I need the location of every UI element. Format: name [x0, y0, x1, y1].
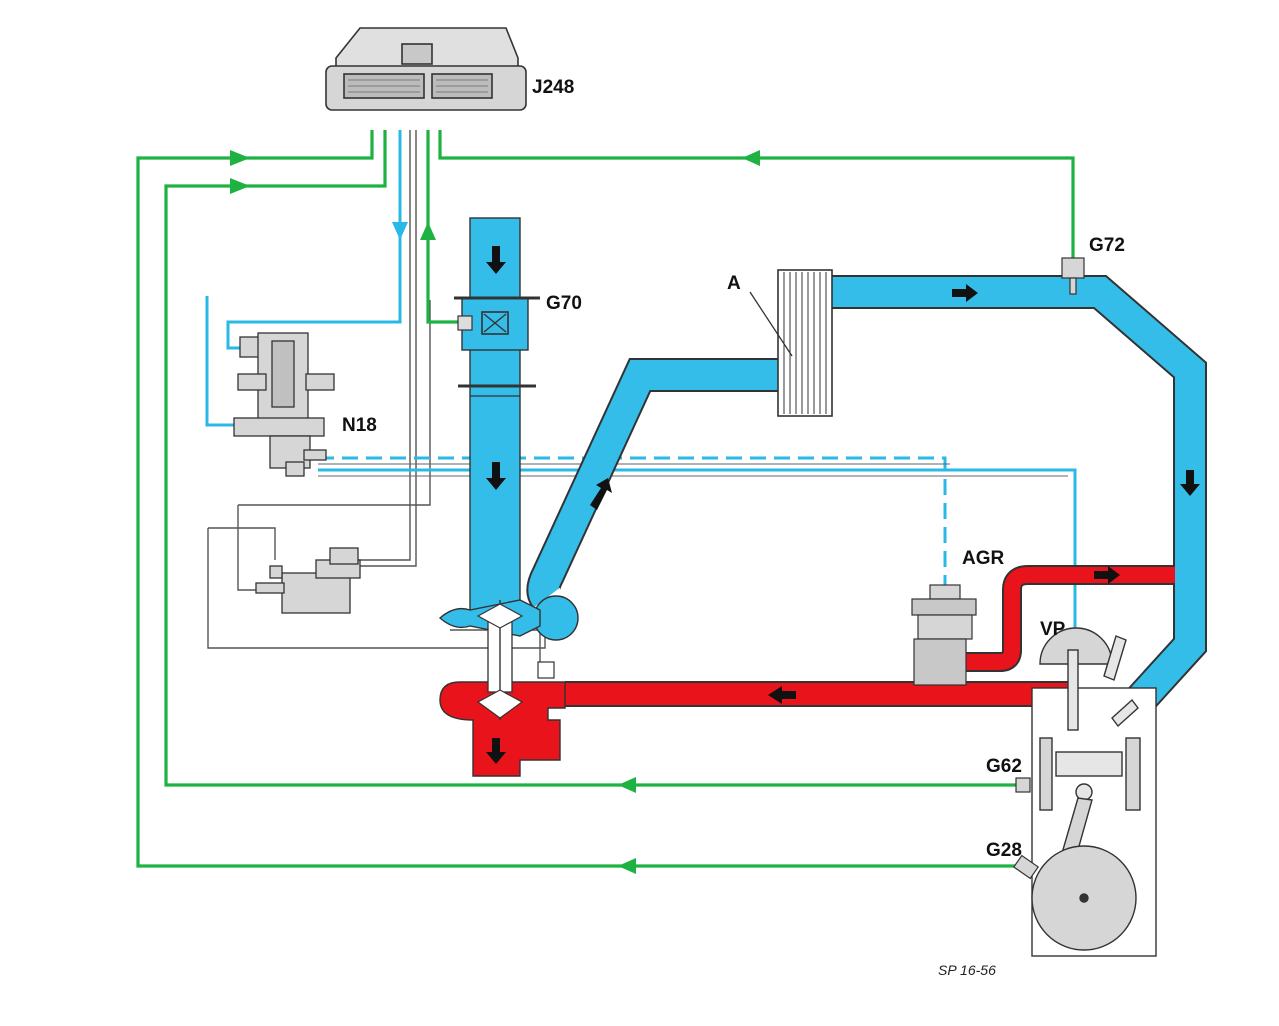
label-g72: G72 — [1089, 235, 1125, 256]
label-n18: N18 — [342, 415, 377, 436]
label-g70: G70 — [546, 293, 582, 314]
intake-air-duct — [438, 217, 1207, 712]
intercooler-a — [749, 269, 833, 417]
label-vp: VP — [1040, 619, 1066, 640]
intake-flow-arrows — [486, 246, 1200, 510]
intake-temp-sensor-g72 — [1061, 257, 1085, 295]
vacuum-arrow — [392, 222, 408, 240]
engine — [1031, 627, 1157, 957]
label-agr: AGR — [962, 548, 1005, 569]
signal-lines — [136, 130, 1075, 868]
exhaust-flow-arrows — [486, 566, 1120, 764]
ecu-j248 — [325, 27, 527, 111]
label-a: A — [727, 273, 741, 294]
boost-sender-g70 — [454, 296, 540, 397]
label-g28: G28 — [986, 840, 1022, 861]
vacuum-lines — [205, 130, 1077, 660]
label-g62: G62 — [986, 756, 1022, 777]
boost-actuator — [255, 547, 361, 614]
vacuum-valve-n18 — [233, 332, 335, 477]
label-j248: J248 — [532, 77, 574, 98]
coolant-sensor-g62 — [1015, 777, 1031, 793]
figure-reference: SP 16-56 — [938, 962, 996, 978]
pressure-lines — [207, 130, 546, 665]
signal-arrows — [230, 150, 760, 874]
speed-sensor-g28 — [1012, 854, 1040, 880]
egr-valve-agr — [911, 584, 977, 686]
